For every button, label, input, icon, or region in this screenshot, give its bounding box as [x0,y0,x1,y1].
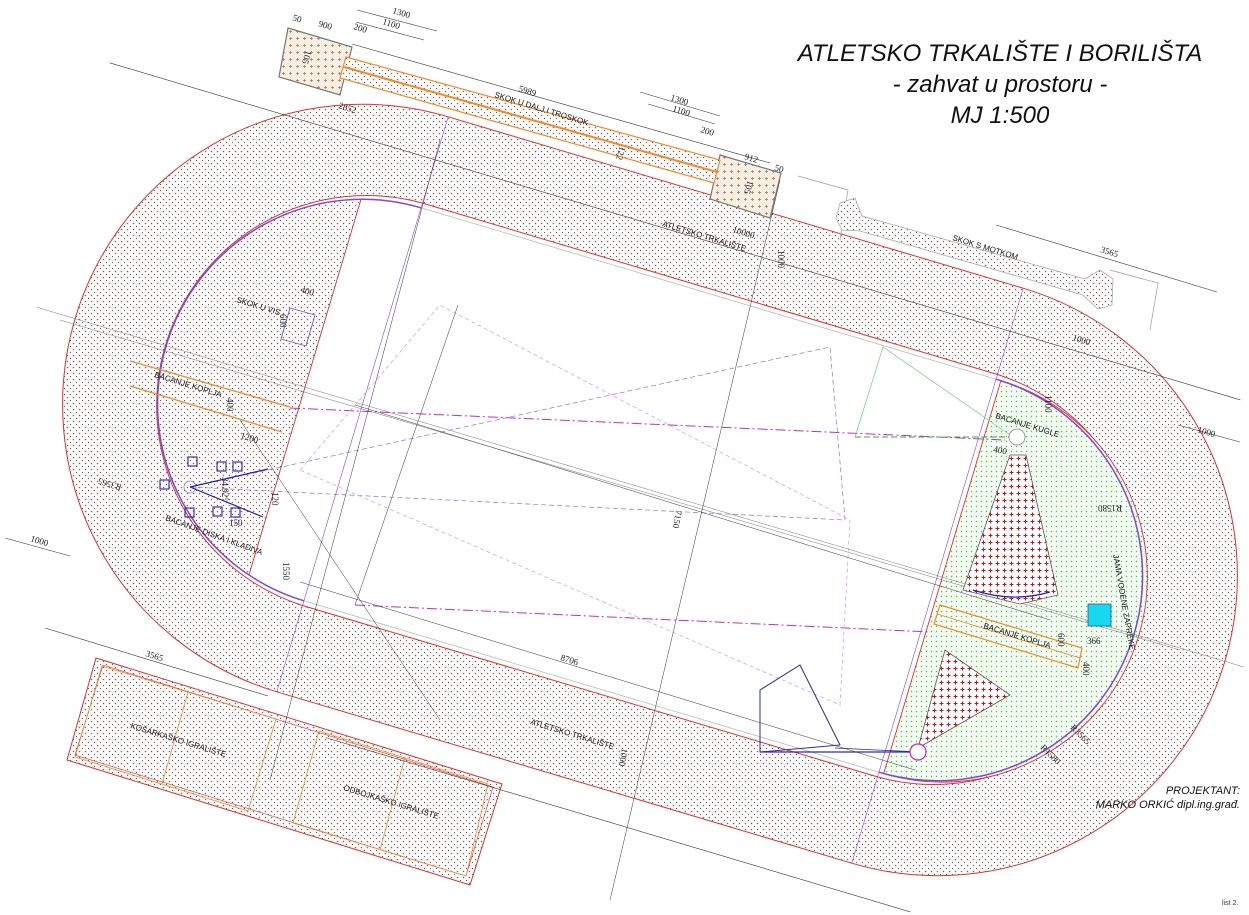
dim-label: 105 [300,49,314,65]
dim-label: 1100 [1043,395,1053,413]
dim-label: 366 [1087,636,1101,646]
dim-label: 150 [229,518,243,528]
sports-courts: KOŠARKAŠKO IGRALIŠTE ODBOJKAŠKO IGRALIŠT… [66,657,503,886]
dim-label: 1100 [671,103,691,118]
dim-label: 120 [270,492,280,506]
dim-label: R1580 [1097,503,1122,513]
dim-label: 50 [291,12,303,24]
discus-sector [917,649,1011,749]
dim-label: 1300 [391,5,412,20]
designer-label: PROJEKTANT: [1165,785,1240,797]
high-jump-area [280,307,316,347]
dim-label: 122 [614,145,628,161]
dim-label: 5989 [517,83,538,98]
designer-name: MARKO ORKIĆ dipl.ing.građ. [1095,799,1240,811]
dim-label: 1000 [776,250,786,269]
sheet-number: list 2. [1222,900,1239,907]
dim-label: 1000 [29,533,50,548]
dim-label: 912 [743,151,759,165]
long-jump-pit-left [278,27,353,96]
dim-label: 600 [278,314,288,328]
dim-label: 200 [352,21,368,35]
dim-label: 600 [1056,633,1066,647]
title-line-1: ATLETSKO TRKALIŠTE I BORILIŠTA [797,40,1203,67]
dim-label: 105 [742,179,756,195]
title-line-2: - zahvat u prostoru - [892,71,1108,98]
designer-block: PROJEKTANT: MARKO ORKIĆ dipl.ing.građ. [1020,784,1240,812]
dim-label: 400 [225,398,235,412]
dim-label: 400 [299,284,315,298]
dim-label: 7150 [671,510,684,530]
drawing-title: ATLETSKO TRKALIŠTE I BORILIŠTA - zahvat … [780,38,1220,131]
shot-put-sector [962,454,1059,605]
dim-label: 200 [699,124,715,138]
scale-label: MJ 1:500 [950,102,1050,129]
dim-label: 1000 [617,748,630,768]
basketball-court [74,665,277,812]
dim-label: 1100 [381,16,401,31]
dim-label: 900 [317,18,333,32]
dim-label: 50 [773,162,785,174]
water-jump-pit [1087,603,1112,627]
dim-label: 3565 [144,648,165,663]
dim-label: 400 [993,444,1009,456]
dim-label: 34.92° [220,477,230,501]
dim-label: 400 [1081,662,1091,676]
volleyball-court [292,730,489,877]
dim-label: 1550 [281,562,291,581]
long-jump-pit-right [709,154,782,219]
